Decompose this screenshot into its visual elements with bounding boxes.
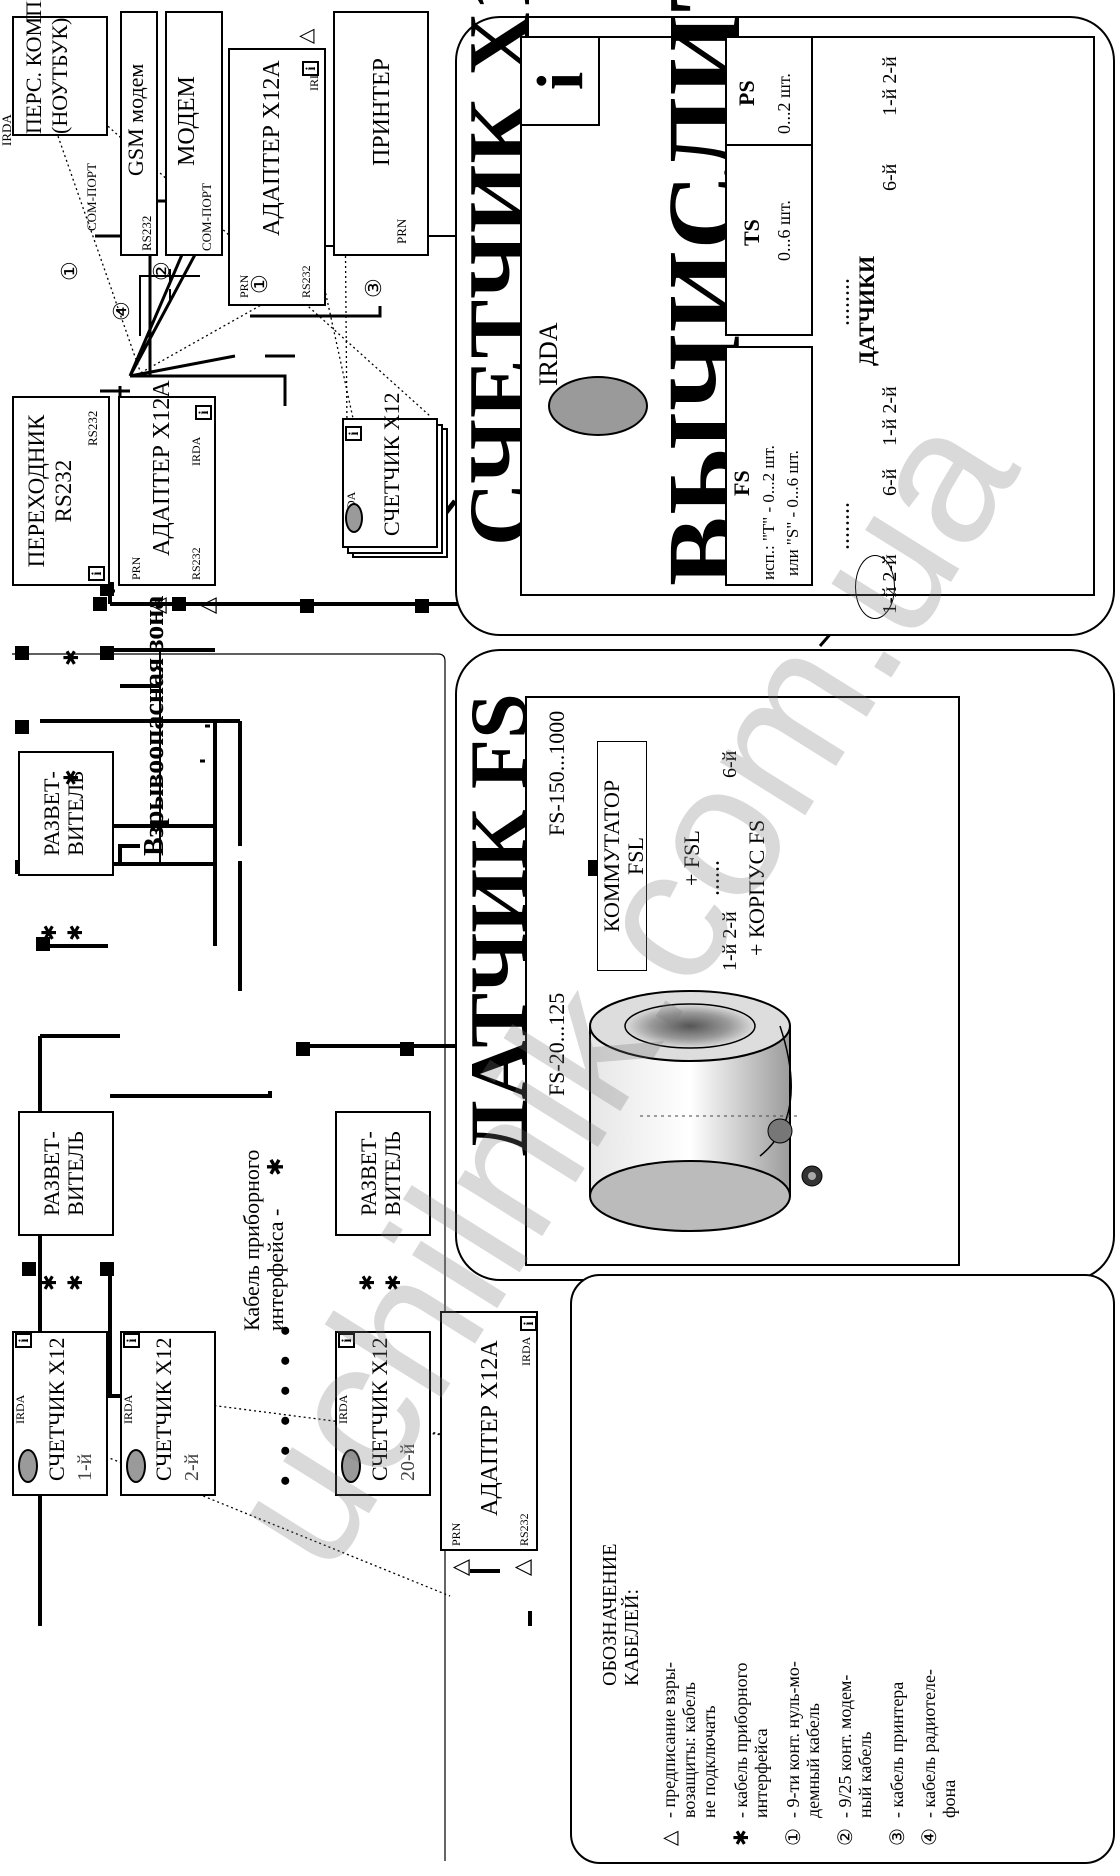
counter-1-number: 1-й xyxy=(74,1453,96,1481)
hazard-zone-boundary xyxy=(12,653,446,1861)
counter-1-title: СЧЕТЧИК Х12 xyxy=(44,1337,69,1481)
legend-item-text: - кабель приборного xyxy=(731,1662,751,1818)
cable-note-line1: Кабель приборного xyxy=(239,1149,264,1331)
legend-title-line1: ОБОЗНАЧЕНИЕ xyxy=(599,1543,621,1686)
legend-item-symbol-icon: ② xyxy=(835,1828,857,1846)
hazard-zone-label: Взрывоопасная зона xyxy=(139,595,170,856)
commutator-connector xyxy=(588,860,598,876)
legend-item-text: не подключать xyxy=(699,1705,719,1818)
counters-ellipsis: • • • • • • xyxy=(269,1319,302,1486)
legend-item-symbol-icon: △ xyxy=(659,1830,681,1846)
cable-note-line2: интерфейса - xyxy=(263,1208,288,1331)
counter-2-irda-port xyxy=(126,1449,146,1483)
counter-1-irda-port xyxy=(18,1449,38,1483)
legend-item-symbol-icon: ① xyxy=(783,1828,805,1846)
cable-star-icon-2: ✱ xyxy=(61,769,83,786)
commutator-line2: FSL xyxy=(623,837,648,875)
adapter-bottom-warning-icon-1: △ xyxy=(447,1559,472,1576)
counter-2-irda: IRDA xyxy=(121,1394,135,1424)
legend-item-symbol-icon: ③ xyxy=(887,1828,909,1846)
legend: ОБОЗНАЧЕНИЕ КАБЕЛЕЙ: △ - предписание взры… xyxy=(599,1286,1100,1846)
legend-item-text: - предписание взры- xyxy=(659,1662,679,1818)
legend-title-line2: КАБЕЛЕЙ: xyxy=(621,1588,643,1686)
commutator-line1: КОММУТАТОР xyxy=(599,779,624,933)
adapter-bottom-prn: PRN xyxy=(449,1522,463,1546)
counter-20-irda: IRDA xyxy=(336,1394,350,1424)
commutator-dots: ...... xyxy=(699,860,725,896)
legend-item-text: - кабель принтера xyxy=(887,1681,907,1818)
cable-star-icon-4: ✱ xyxy=(65,924,87,941)
legend-item-symbol-icon: ④ xyxy=(919,1828,941,1846)
legend-item-text: демный кабель xyxy=(803,1703,823,1818)
counter-20-irda-port xyxy=(341,1449,361,1483)
cable-star-icon-1: ✱ xyxy=(61,649,83,666)
plus-fs-body: + КОРПУС FS xyxy=(744,819,769,956)
counter-20-title: СЧЕТЧИК Х12 xyxy=(367,1337,392,1481)
legend-item-text: возащиты: кабель xyxy=(679,1682,699,1818)
adapter-bottom-irda: IRDA xyxy=(519,1336,533,1366)
cable-star-icon-5: ✱ xyxy=(39,1274,61,1291)
adapter-bottom-rs232: RS232 xyxy=(517,1513,531,1546)
adapter-bottom-warning-icon-2: △ xyxy=(509,1559,534,1576)
splitter-mid-line2: ВИТЕЛЬ xyxy=(63,1131,88,1216)
legend-item-text: ный кабель xyxy=(855,1731,875,1818)
cable-star-icon-3: ✱ xyxy=(39,924,61,941)
legend-item-text: - 9/25 конт. модем- xyxy=(835,1674,855,1818)
legend-item-text: интерфейса xyxy=(751,1728,771,1818)
splitter-mid-line1: РАЗВЕТ- xyxy=(39,1131,64,1216)
commutator-connector-6: 6-й xyxy=(719,750,741,778)
cable-star-icon-6: ✱ xyxy=(65,1274,87,1291)
splitter-bottom-line1: РАЗВЕТ- xyxy=(356,1131,381,1216)
legend-item-symbol-icon: ✱ xyxy=(731,1829,753,1846)
counter-2-number: 2-й xyxy=(181,1453,203,1481)
adapter-bottom-title: АДАПТЕР Х12А xyxy=(477,1340,503,1516)
counter-20-number: 20-й xyxy=(397,1443,419,1481)
counter-1-irda: IRDA xyxy=(13,1394,27,1424)
commutator-connector-labels: 1-й 2-й xyxy=(719,911,741,971)
cable-note-star-icon: ✱ xyxy=(263,1157,288,1176)
counter-2-info-badge: i xyxy=(123,1333,140,1348)
splitter-top-line1: РАЗВЕТ- xyxy=(39,771,64,856)
legend-item-text: фона xyxy=(939,1779,959,1818)
counter-20-info-badge: i xyxy=(338,1333,355,1348)
adapter-bottom-info-badge: i xyxy=(520,1316,537,1331)
cable-star-icon-8: ✱ xyxy=(383,1274,405,1291)
cable-star-icon-7: ✱ xyxy=(357,1274,379,1291)
legend-item-text: - 9-ти конт. нуль-мо- xyxy=(783,1661,803,1818)
splitter-bottom-line2: ВИТЕЛЬ xyxy=(380,1131,405,1216)
counter-2-title: СЧЕТЧИК Х12 xyxy=(151,1337,176,1481)
legend-item-text: - кабель радиотеле- xyxy=(919,1669,939,1818)
counter-1-info-badge: i xyxy=(15,1333,32,1348)
